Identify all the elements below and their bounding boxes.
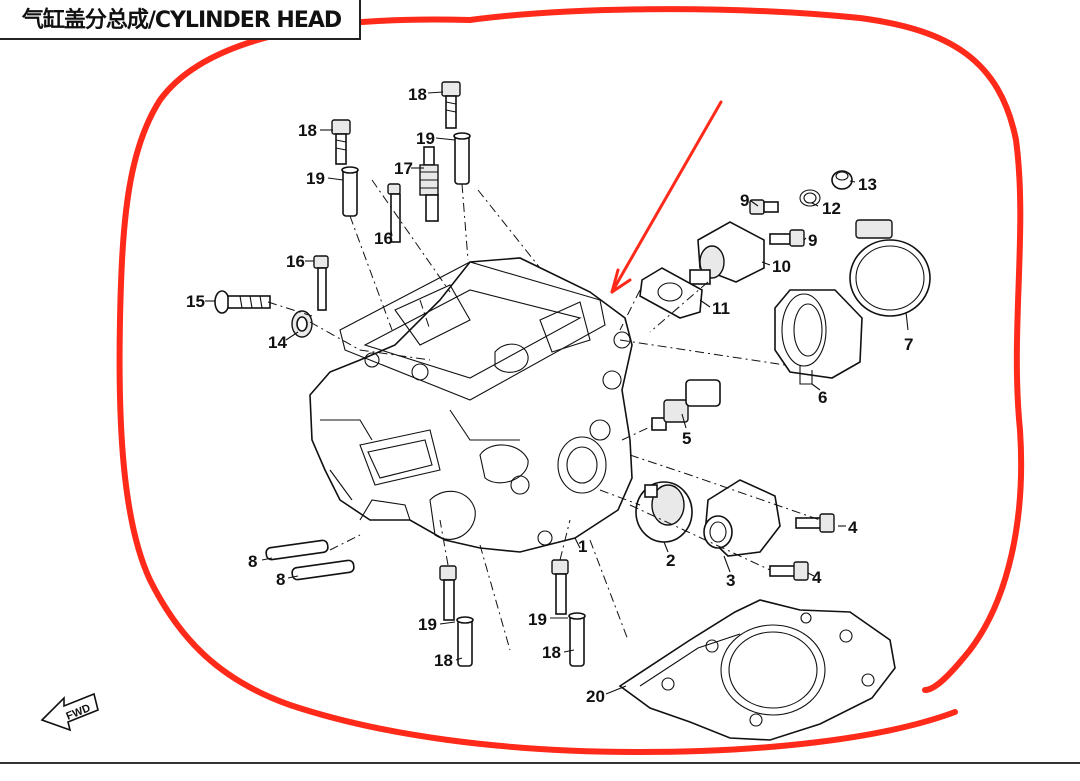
callout-7: 7	[904, 335, 913, 354]
sensor-5	[651, 379, 721, 431]
bolt-9-lower	[769, 229, 805, 247]
bolt-16-lower	[313, 255, 329, 311]
callout-4: 4	[848, 518, 858, 537]
intake-boot-6	[774, 289, 863, 385]
bolt-4-lower	[769, 561, 809, 581]
dowel-pin-8-upper	[265, 539, 329, 561]
bolt-18-bottom-right	[551, 559, 586, 667]
leader-lines	[205, 91, 909, 695]
alignment-lines	[267, 179, 821, 651]
fwd-arrow-icon: FWD	[40, 692, 99, 732]
callout-20: 20	[586, 687, 605, 706]
callout-19: 19	[416, 129, 435, 148]
bolt-15	[214, 290, 271, 314]
callout-14: 14	[268, 333, 287, 352]
spark-plug-17	[419, 146, 439, 222]
callout-3: 3	[726, 571, 735, 590]
gasket-11	[639, 267, 703, 319]
cap-13	[831, 170, 853, 190]
callout-19: 19	[306, 169, 325, 188]
callout-18: 18	[434, 651, 453, 670]
callout-16: 16	[374, 229, 393, 248]
washer-14	[291, 310, 313, 338]
callout-18: 18	[298, 121, 317, 140]
bolt-16-upper	[387, 183, 401, 243]
callout-2: 2	[666, 551, 675, 570]
head-gasket-20	[618, 599, 896, 741]
callout-8: 8	[248, 552, 257, 571]
callout-labels: 18 19 18 19 17 16 16 15 14 9 9 12 13 10 …	[186, 85, 913, 706]
callout-19: 19	[418, 615, 437, 634]
bolt-18-bottom-left	[439, 565, 474, 667]
red-annotation	[116, 6, 1025, 755]
page-title: 气缸盖分总成/CYLINDER HEAD	[21, 8, 342, 33]
callout-9: 9	[740, 191, 749, 210]
callout-9: 9	[808, 231, 817, 250]
bolt-18-left	[331, 119, 359, 217]
callout-5: 5	[682, 429, 691, 448]
bolt-4-upper	[795, 513, 835, 533]
o-ring-12	[799, 189, 821, 207]
title-box: 气缸盖分总成/CYLINDER HEAD	[0, 0, 361, 40]
callout-15: 15	[186, 292, 205, 311]
bottom-divider	[0, 762, 1080, 764]
callout-8: 8	[276, 570, 285, 589]
callout-18: 18	[542, 643, 561, 662]
callout-12: 12	[822, 199, 841, 218]
bolt-9-upper	[749, 199, 779, 215]
hose-clamp-7	[849, 219, 931, 317]
cylinder-head-body	[309, 257, 633, 553]
callout-13: 13	[858, 175, 877, 194]
callout-16-lower: 16	[286, 252, 305, 271]
tensioner-10	[689, 221, 765, 285]
thermostat-2	[635, 481, 693, 543]
thermostat-housing-3	[703, 479, 781, 557]
callout-18: 18	[408, 85, 427, 104]
bolt-18-right	[441, 81, 471, 185]
callout-11: 11	[712, 299, 730, 318]
callout-4: 4	[812, 568, 822, 587]
dowel-pin-8-lower	[291, 559, 355, 581]
callout-1: 1	[578, 537, 587, 556]
callout-17: 17	[394, 159, 413, 178]
callout-10: 10	[772, 257, 791, 276]
callout-19: 19	[528, 610, 547, 629]
callout-6: 6	[818, 388, 827, 407]
